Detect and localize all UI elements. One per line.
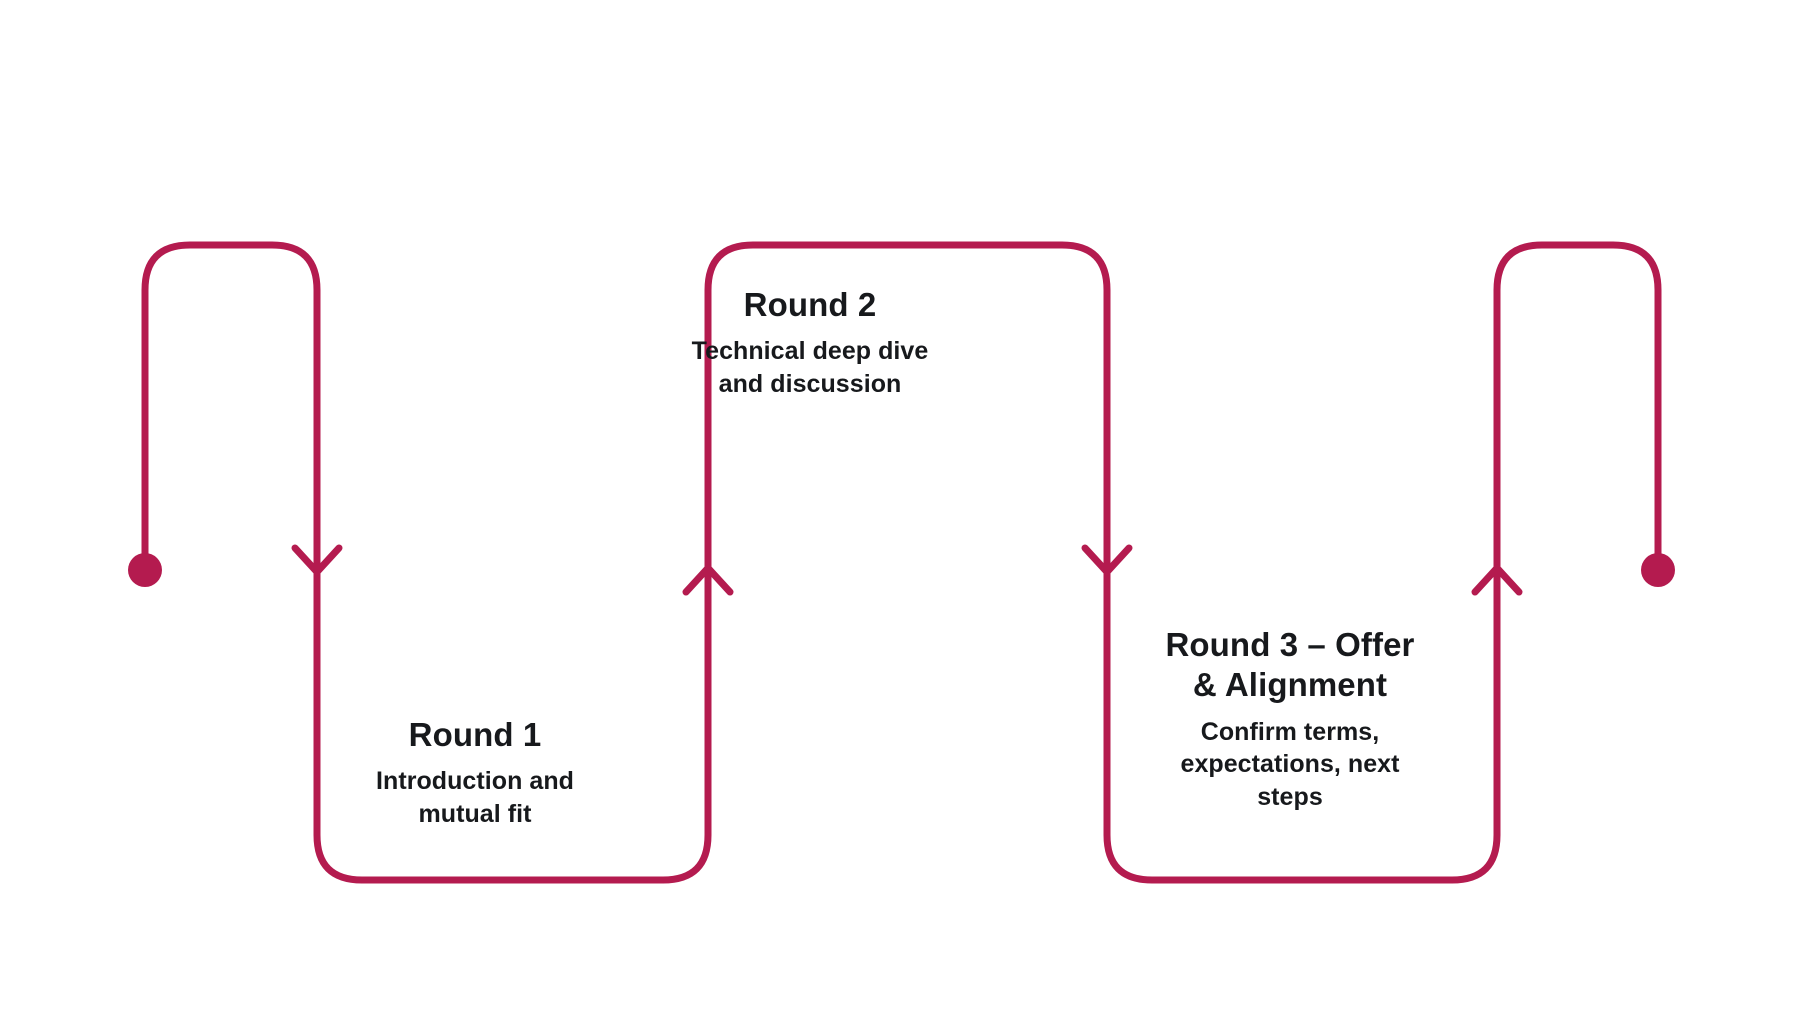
step-label-round-3: Round 3 – Offer & Alignment Confirm term… (1140, 625, 1440, 813)
connector-segment-end-tail (1493, 241, 1662, 604)
step-description-line: expectations, next (1180, 750, 1400, 778)
arrow-down-icon (1081, 544, 1133, 576)
step-title-round-1: Round 1 (408, 716, 542, 753)
connector-segment-round3-to-end (1103, 536, 1501, 884)
connector-segment-round2-to-round3 (704, 241, 1111, 604)
arrow-up-icon (682, 564, 734, 596)
arrow-up-icon (1471, 564, 1523, 596)
step-description-line: Introduction and (376, 767, 574, 796)
step-description-round-1: Introduction and mutual fit (330, 765, 620, 830)
start-dot-icon (128, 553, 162, 587)
connector-segment-start-to-round1 (141, 241, 321, 604)
step-description-line: Technical deep dive (691, 337, 929, 366)
step-description-line: mutual fit (418, 799, 532, 828)
step-description-round-2: Technical deep dive and discussion (665, 335, 955, 400)
step-title-round-2: Round 2 (743, 286, 877, 323)
step-description-line: Confirm terms, (1200, 717, 1380, 746)
arrowhead-group (291, 544, 1523, 596)
end-dot-icon (1641, 553, 1675, 587)
step-description-line: steps (1257, 782, 1323, 811)
flow-connector-group (141, 241, 1662, 884)
step-description-round-3: Confirm terms, expectations, next steps (1140, 716, 1440, 814)
step-title-round-3: Round 3 – Offer & Alignment (1140, 625, 1440, 706)
arrow-down-icon (291, 544, 343, 576)
step-title-line: Round 3 – Offer (1165, 626, 1415, 663)
connector-segment-round1-to-round2 (313, 536, 712, 884)
step-description-line: and discussion (718, 369, 902, 398)
step-label-round-1: Round 1 Introduction and mutual fit (330, 715, 620, 830)
step-label-round-2: Round 2 Technical deep dive and discussi… (665, 285, 955, 400)
step-title-line: & Alignment (1192, 666, 1388, 704)
